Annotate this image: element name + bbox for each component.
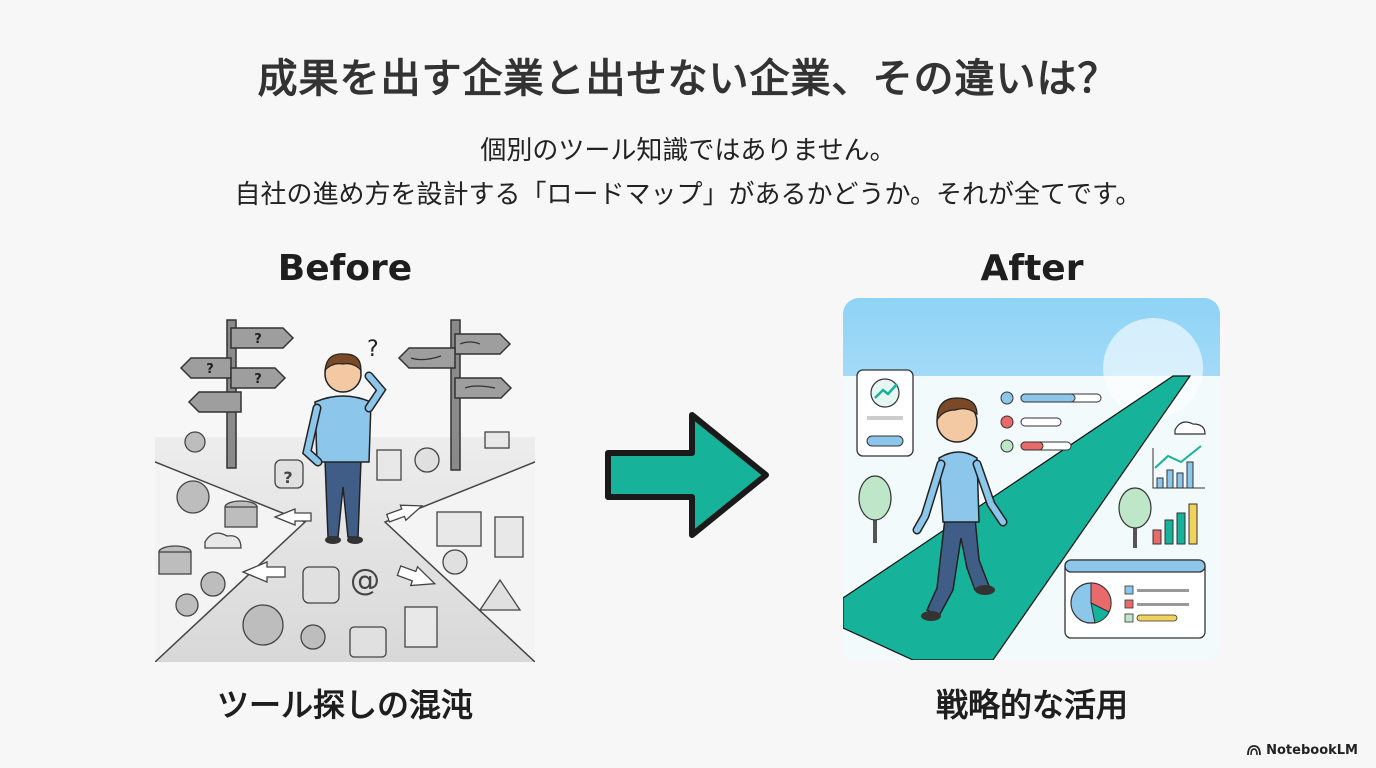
drive-icon [478, 578, 522, 611]
transition-arrow [605, 412, 769, 538]
gear-icon [184, 431, 206, 453]
puzzle-icon [302, 566, 340, 604]
after-label: After [980, 248, 1084, 289]
at-sign-icon: @ [350, 563, 380, 598]
subtitle-line-2: 自社の進め方を設計する「ロードマップ」があるかどうか。それが全てです。 [234, 180, 1142, 210]
cloud-icon [204, 532, 242, 549]
before-caption: ツール探しの混沌 [216, 686, 473, 724]
gear-icon [242, 604, 284, 646]
document-icon [494, 516, 524, 558]
tree-icon [858, 475, 892, 543]
database-icon [224, 506, 258, 528]
gear-icon [175, 593, 199, 617]
upload-cloud-icon [442, 549, 468, 575]
mail-icon [349, 626, 387, 658]
mail-icon [484, 431, 510, 449]
cloud-icon [1174, 421, 1206, 435]
signpost-right [397, 319, 513, 471]
sign-question-mark: ? [206, 362, 214, 377]
walking-person [912, 397, 1008, 621]
tree-icon [1118, 487, 1152, 548]
brand-name: NotebookLM [1266, 743, 1358, 758]
brand-watermark: NotebookLM [1247, 743, 1358, 758]
growth-card [856, 369, 914, 457]
bar-chart-icon [1152, 445, 1205, 545]
chat-question-mark: ? [283, 468, 292, 487]
slide-title: 成果を出す企業と出せない企業、その違いは？ [257, 56, 1119, 102]
notebooklm-logo-icon [1247, 745, 1262, 756]
progress-indicators [1000, 391, 1102, 453]
sign-question-mark: ? [254, 372, 262, 387]
confused-person: ? [302, 337, 387, 544]
browser-icon [436, 511, 482, 547]
spreadsheet-icon [376, 449, 402, 481]
dashboard-window [1064, 559, 1206, 639]
globe-icon [414, 447, 440, 473]
gear-icon [176, 480, 210, 514]
after-illustration [843, 298, 1220, 660]
road-arrows [241, 504, 437, 587]
question-mark-icon: ? [367, 337, 379, 362]
chat-icon [274, 459, 304, 489]
gear-icon [200, 571, 226, 597]
tool-icons-cluster [158, 431, 524, 658]
excel-icon [404, 606, 438, 648]
gear-icon [300, 624, 326, 650]
sign-question-mark: ? [254, 332, 262, 347]
ground-area [155, 437, 535, 662]
before-label: Before [277, 248, 413, 289]
signpost-left: ? ? ? [179, 319, 295, 469]
after-caption: 戦略的な活用 [935, 686, 1128, 724]
subtitle-line-1: 個別のツール知識ではありません。 [480, 136, 896, 166]
trend-up-icon [874, 383, 898, 399]
before-illustration: ? ? ? ? [155, 319, 535, 662]
strategic-path [843, 375, 1192, 660]
